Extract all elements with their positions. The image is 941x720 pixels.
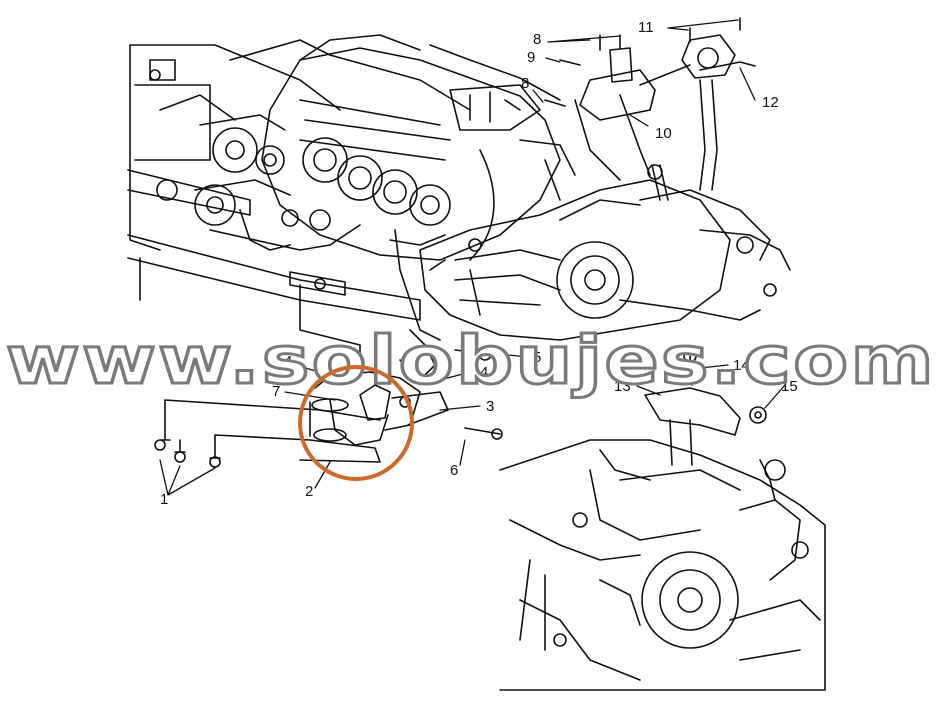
engine-assembly [194, 34, 576, 341]
upper-mount-bracket [544, 17, 756, 191]
callout-12: 12 [762, 94, 779, 111]
callout-6: 6 [450, 462, 458, 479]
detail-inset [499, 419, 826, 691]
callout-2: 2 [305, 483, 313, 500]
callout-1: 1 [160, 491, 168, 508]
callout-9: 9 [527, 49, 535, 66]
callout-14: 14 [733, 357, 750, 374]
callout-11: 11 [638, 19, 654, 36]
right-mount-parts [644, 349, 767, 436]
callout-7: 7 [272, 383, 280, 400]
callout-3: 3 [486, 398, 494, 415]
callout-8-top: 8 [533, 31, 541, 48]
callout-5: 5 [533, 349, 541, 366]
callout-15: 15 [781, 378, 798, 395]
watermark-text: www.solobujes.com [6, 322, 936, 399]
highlight-circle [298, 365, 414, 481]
transaxle-assembly [419, 164, 791, 341]
callout-13: 13 [614, 378, 631, 395]
callout-labels: 1 2 3 4 4 5 6 7 8 8 9 10 11 12 13 14 15 [160, 19, 798, 508]
callout-10: 10 [655, 125, 672, 142]
callout-4-right: 4 [480, 364, 488, 381]
callout-4-left: 4 [284, 353, 292, 370]
vehicle-frame [127, 39, 421, 361]
callout-8-lower: 8 [521, 75, 529, 92]
